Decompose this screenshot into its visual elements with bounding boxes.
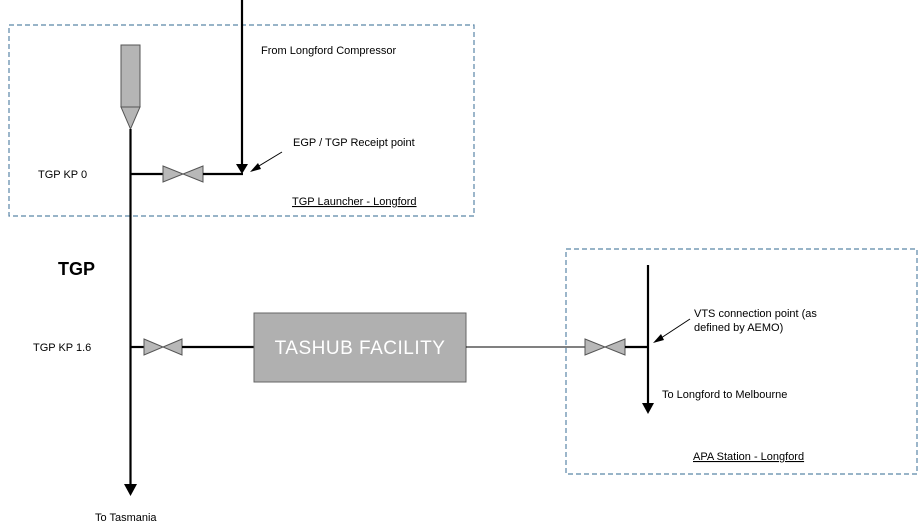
apa-station-boundary: [565, 248, 918, 475]
to-melbourne-label: To Longford to Melbourne: [662, 389, 787, 401]
kp16-valve-right-icon: [161, 338, 183, 356]
launcher-barrel: [120, 44, 141, 108]
kp0-valve-left-icon: [162, 165, 185, 183]
facility-label: TASHUB FACILITY: [275, 338, 446, 359]
to-melbourne-arrow-icon: [642, 403, 654, 414]
tgp-kp16-label: TGP KP 1.6: [33, 342, 91, 354]
launcher-cone: [120, 106, 141, 131]
receipt-pointer-arrow-icon: [250, 163, 261, 172]
tgp-label: TGP: [58, 259, 95, 279]
vts-label-line2: defined by AEMO): [694, 322, 783, 334]
tashub-facility-box: [253, 312, 467, 383]
from-compressor-label: From Longford Compressor: [261, 45, 396, 57]
kp16-valve-left-icon: [143, 338, 165, 356]
vts-pointer: [657, 318, 691, 341]
kp0-valve-right-icon: [181, 165, 204, 183]
tgp-launcher-label: TGP Launcher - Longford: [292, 196, 417, 208]
compressor-arrow-icon: [236, 164, 248, 174]
receipt-point-label: EGP / TGP Receipt point: [293, 137, 415, 149]
tgp-kp0-label: TGP KP 0: [38, 169, 87, 181]
to-tasmania-arrow-icon: [124, 484, 137, 496]
to-tasmania-label: To Tasmania: [95, 512, 157, 524]
vts-pointer-arrow-icon: [653, 334, 664, 343]
vts-valve-left-icon: [584, 338, 607, 356]
vts-label-line1: VTS connection point (as: [694, 308, 817, 320]
vts-valve-right-icon: [603, 338, 626, 356]
apa-station-label: APA Station - Longford: [693, 451, 804, 463]
